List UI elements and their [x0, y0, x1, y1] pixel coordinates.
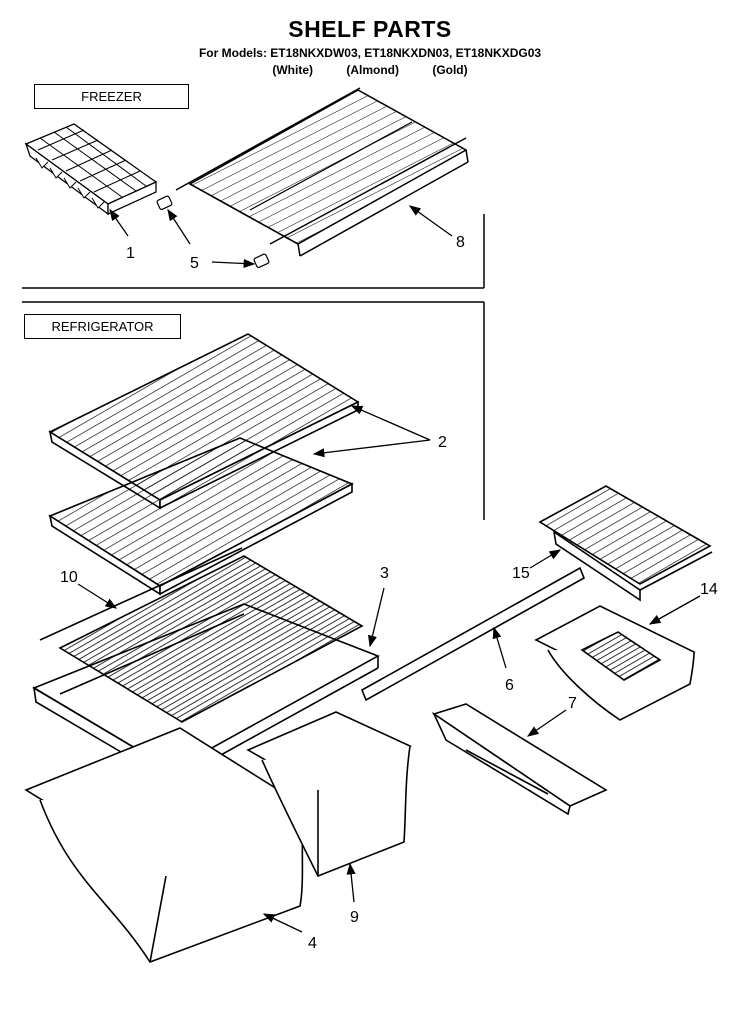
page-title: SHELF PARTS: [288, 16, 452, 42]
crisper-cover-part-10: [39, 547, 364, 723]
section-dividers: [22, 214, 485, 520]
rail-part-6: [360, 566, 586, 702]
refrigerator-label: REFRIGERATOR: [24, 314, 181, 339]
ice-tray-part-1: [24, 123, 158, 216]
glass-shelf-lower-part-2: [48, 437, 354, 596]
color-variants: (White) (Almond) (Gold): [272, 63, 468, 77]
crisper-drawer-part-9: [246, 711, 412, 878]
callout-14: 14: [700, 581, 718, 598]
slide-bracket-part-7: [432, 703, 608, 816]
callout-4: 4: [308, 935, 317, 952]
callout-3: 3: [380, 565, 389, 582]
callout-2: 2: [438, 434, 447, 451]
callout-6: 6: [505, 677, 514, 694]
callout-numbers: 1 2 3 4 5 6 7 8 9 10 14 15: [60, 234, 718, 952]
small-shelf-part-15: [538, 485, 713, 602]
freezer-wire-shelf-part-8: [175, 87, 469, 257]
callout-8: 8: [456, 234, 465, 251]
callout-5: 5: [190, 255, 199, 272]
callout-1: 1: [126, 245, 135, 262]
leader-lines: [77, 205, 701, 933]
callout-7: 7: [568, 695, 577, 712]
model-numbers: For Models: ET18NKXDW03, ET18NKXDN03, ET…: [198, 46, 542, 60]
shelf-support-part-5: [156, 195, 270, 269]
callout-9: 9: [350, 909, 359, 926]
callout-15: 15: [512, 565, 530, 582]
freezer-label: FREEZER: [34, 84, 189, 109]
callout-10: 10: [60, 569, 78, 586]
small-bin-part-14: [534, 605, 696, 721]
crisper-drawer-part-4: [24, 727, 306, 963]
